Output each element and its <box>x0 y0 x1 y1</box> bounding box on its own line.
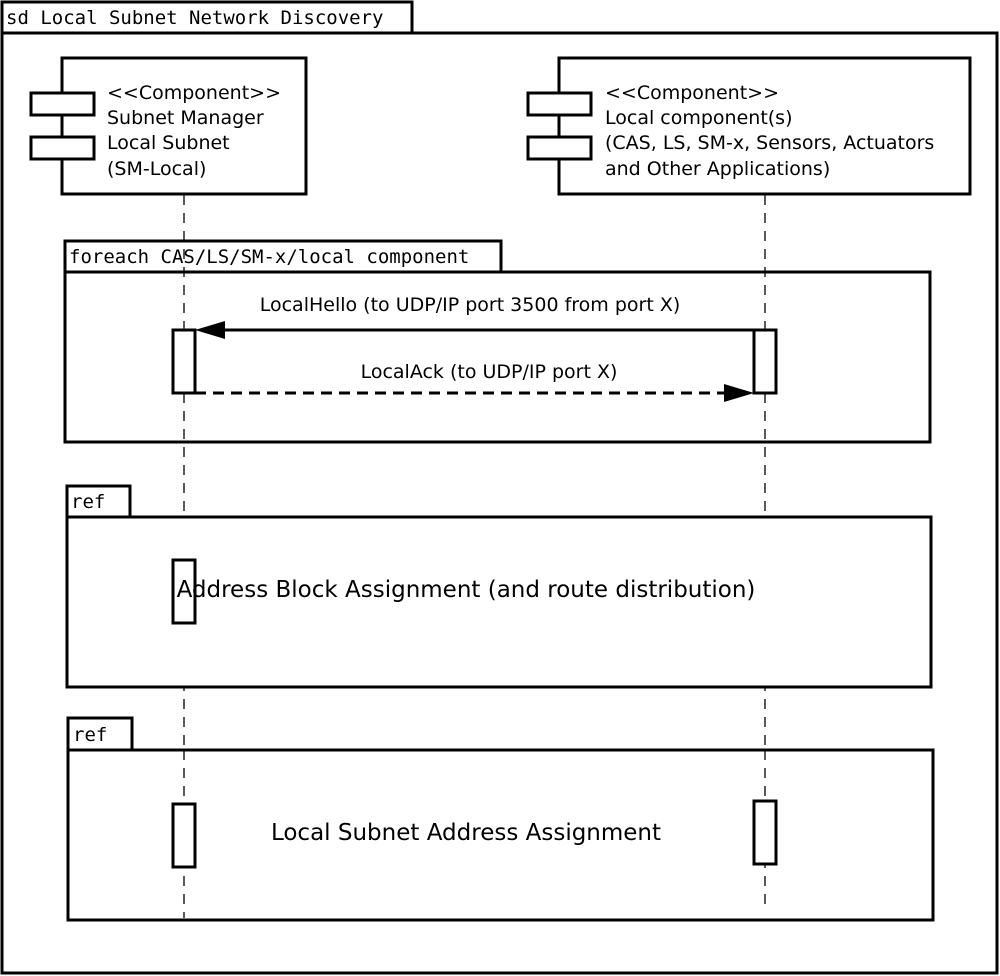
fragment-tag-box <box>66 716 134 752</box>
activation-sm-local <box>171 558 197 625</box>
fragment-ref-address-block: ref Address Block Assignment (and route … <box>65 484 933 689</box>
frame-title: sd Local Subnet Network Discovery <box>6 7 384 29</box>
component-icon-port <box>526 135 593 161</box>
fragment-tag-box <box>63 239 503 274</box>
lifeline-head-local-components: <<Component>> Local component(s) (CAS, L… <box>526 56 972 196</box>
fragment-tag: ref <box>73 724 107 746</box>
component-name-line: Local Subnet <box>107 132 230 154</box>
lifeline-head-sm-local: <<Component>> Subnet Manager Local Subne… <box>29 56 308 196</box>
ref-label: Address Block Assignment (and route dist… <box>177 577 756 603</box>
activation-local-components <box>752 799 778 866</box>
component-name-line: and Other Applications) <box>605 158 830 180</box>
component-stereotype: <<Component>> <box>107 82 281 104</box>
activation-sm-local <box>171 802 197 869</box>
fragment-tag: ref <box>71 491 105 513</box>
message-local-ack: LocalAck (to UDP/IP port X) <box>195 361 754 402</box>
fragment-tag: foreach CAS/LS/SM-x/local component <box>69 246 469 268</box>
component-box <box>557 56 972 196</box>
component-name-line: Local component(s) <box>605 107 793 129</box>
fragment-frame <box>65 515 933 689</box>
fragment-foreach: foreach CAS/LS/SM-x/local component <box>63 239 932 444</box>
message-label: LocalAck (to UDP/IP port X) <box>361 361 618 383</box>
activation-local-components <box>752 328 778 395</box>
component-name-line: Subnet Manager <box>107 107 264 129</box>
arrowhead-icon <box>724 384 754 402</box>
component-icon-port <box>526 91 593 117</box>
component-stereotype: <<Component>> <box>605 82 779 104</box>
arrowhead-icon <box>195 321 225 339</box>
component-name-line: (SM-Local) <box>107 158 206 180</box>
ref-label: Local Subnet Address Assignment <box>271 820 661 846</box>
fragment-ref-subnet-address: ref Local Subnet Address Assignment <box>66 716 935 922</box>
fragment-tag-box <box>65 484 132 519</box>
component-icon-port <box>29 91 96 117</box>
frame-title-tab <box>0 0 414 35</box>
message-local-hello: LocalHello (to UDP/IP port 3500 from por… <box>195 294 754 339</box>
activation-sm-local <box>171 328 197 395</box>
component-icon-port <box>29 135 96 161</box>
component-name-line: (CAS, LS, SM-x, Sensors, Actuators <box>605 132 934 154</box>
message-label: LocalHello (to UDP/IP port 3500 from por… <box>260 294 681 316</box>
fragment-frame <box>66 748 935 922</box>
component-box <box>60 56 308 196</box>
